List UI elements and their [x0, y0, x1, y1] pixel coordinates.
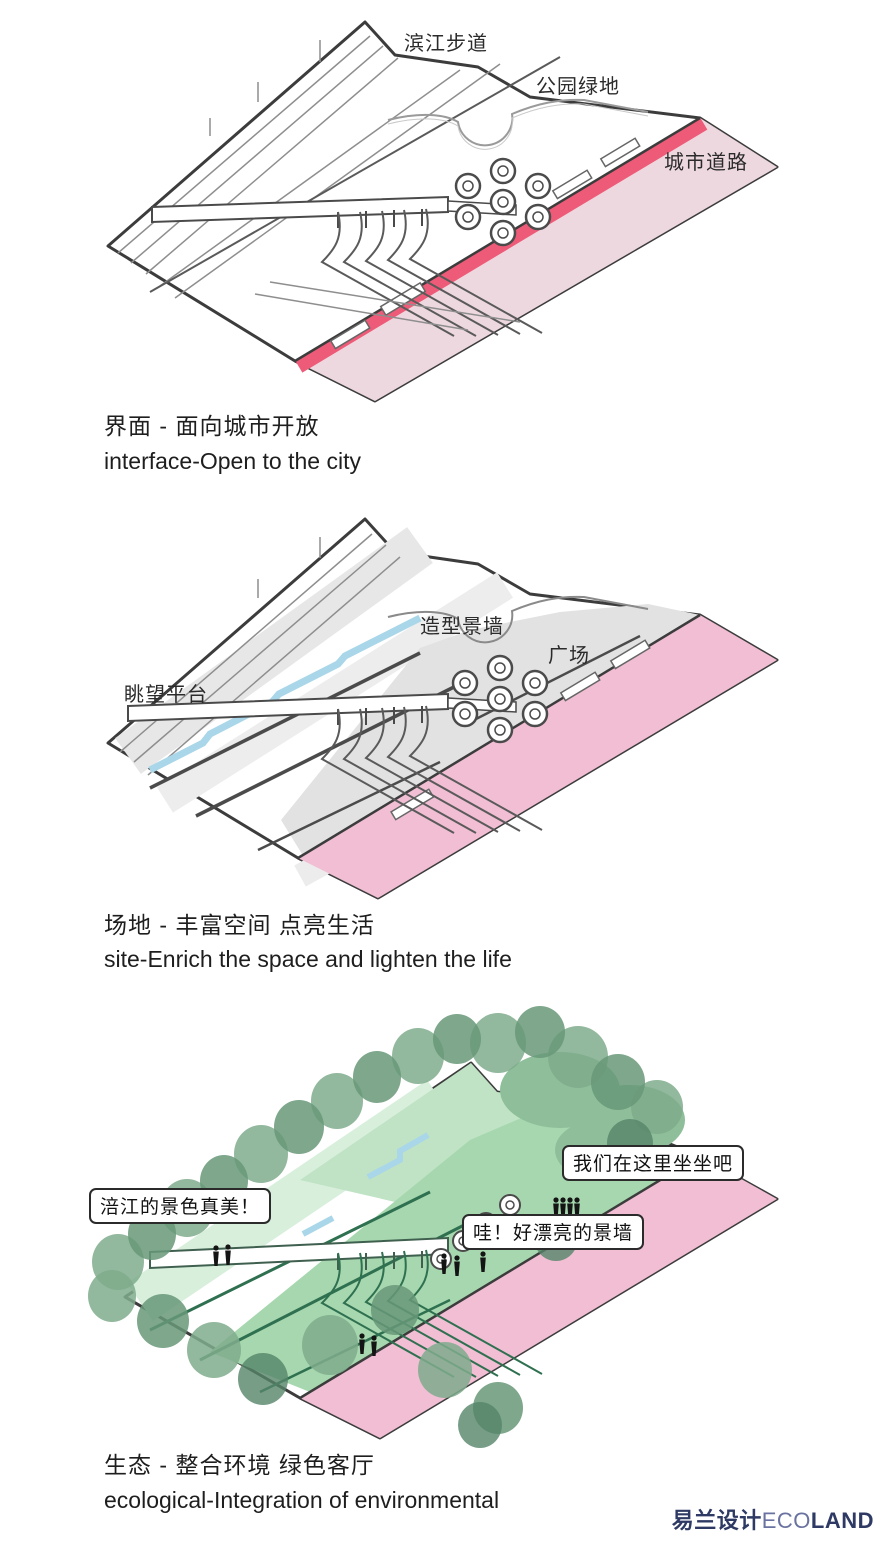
- caption-ecological-zh: 生态 - 整合环境 绿色客厅: [104, 1452, 375, 1478]
- lower-path-line: [254, 293, 469, 331]
- tree-icon: [238, 1353, 288, 1405]
- caption-site-zh: 场地 - 丰富空间 点亮生活: [104, 912, 375, 938]
- park-boundary-echo: [387, 103, 649, 150]
- tree-icon: [433, 1014, 481, 1064]
- park-boundary-curve: [387, 595, 649, 644]
- ramp-fingers: [320, 208, 543, 337]
- person-icon: [225, 1244, 231, 1265]
- speech-bubble-wall-pretty: 哇！好漂亮的景墙: [462, 1214, 645, 1250]
- people-group: [213, 1197, 580, 1356]
- tree-icon: [470, 1013, 526, 1073]
- person-icon: [480, 1251, 486, 1272]
- gray-terrace-band: [115, 527, 433, 774]
- park-boundary-curve: [387, 98, 649, 147]
- tree-icon: [302, 1315, 358, 1375]
- city-road-area: [298, 615, 777, 898]
- speech-bubble-sit-here: 我们在这里坐坐吧: [562, 1145, 745, 1181]
- road-steps: [390, 639, 651, 821]
- label-feature-wall: 造型景墙: [420, 616, 504, 638]
- ramp-fingers: [320, 705, 543, 834]
- upper-lawn: [300, 1063, 560, 1210]
- tree-icon: [418, 1342, 472, 1398]
- diagram-site-drawing: [106, 517, 779, 900]
- diagram-ecological-drawing: [88, 1006, 779, 1448]
- label-city-road: 城市道路: [664, 152, 748, 174]
- lower-path-line: [269, 281, 521, 323]
- tree-icon: [88, 1270, 136, 1322]
- label-riverside-walkway: 滨江步道: [404, 33, 488, 55]
- brand-watermark-eco: ECO: [761, 1508, 811, 1533]
- caption-ecological-en: ecological-Integration of environmental: [104, 1487, 500, 1513]
- caption-site-en: site-Enrich the space and lighten the li…: [104, 946, 512, 972]
- tree-icon: [515, 1006, 565, 1058]
- water-channel: [366, 1132, 430, 1180]
- trees-group-2: [128, 1006, 645, 1434]
- person-icon: [213, 1245, 219, 1266]
- brand-watermark: 易兰设计ECOLAND: [672, 1503, 874, 1535]
- tree-icon: [353, 1051, 401, 1103]
- planter-rings: [451, 654, 549, 744]
- person-icon: [371, 1335, 377, 1356]
- road-inner-edge: [299, 1154, 701, 1400]
- planter-rings: [454, 157, 552, 247]
- tree-icon: [631, 1080, 683, 1134]
- tree-icon: [274, 1100, 324, 1154]
- diagram-interface-drawing: [106, 20, 779, 403]
- water-channel: [148, 614, 422, 774]
- gray-terrace-band: [156, 572, 514, 813]
- speech-bubble-river-view: 涪江的景色真美！: [89, 1188, 272, 1224]
- label-plaza: 广场: [548, 645, 590, 667]
- tree-icon: [371, 1285, 419, 1335]
- water-channel: [301, 1215, 335, 1237]
- person-icon: [441, 1253, 447, 1274]
- tree-icon: [392, 1028, 444, 1084]
- label-lookout-platform: 眺望平台: [124, 684, 208, 706]
- brand-watermark-land: LAND: [810, 1508, 874, 1533]
- caption-interface-zh: 界面 - 面向城市开放: [104, 413, 320, 439]
- city-road-area: [295, 118, 777, 401]
- tree-icon: [311, 1073, 363, 1129]
- tree-icon: [137, 1294, 189, 1348]
- person-icon: [454, 1255, 460, 1276]
- tree-icon: [234, 1125, 288, 1183]
- tree-icon: [458, 1402, 502, 1448]
- tree-icon: [187, 1322, 241, 1378]
- label-park-green: 公园绿地: [536, 76, 620, 98]
- brand-watermark-zh: 易兰设计: [671, 1508, 762, 1533]
- tree-icon: [591, 1054, 645, 1110]
- caption-interface-en: interface-Open to the city: [104, 448, 361, 474]
- person-icon: [359, 1333, 365, 1354]
